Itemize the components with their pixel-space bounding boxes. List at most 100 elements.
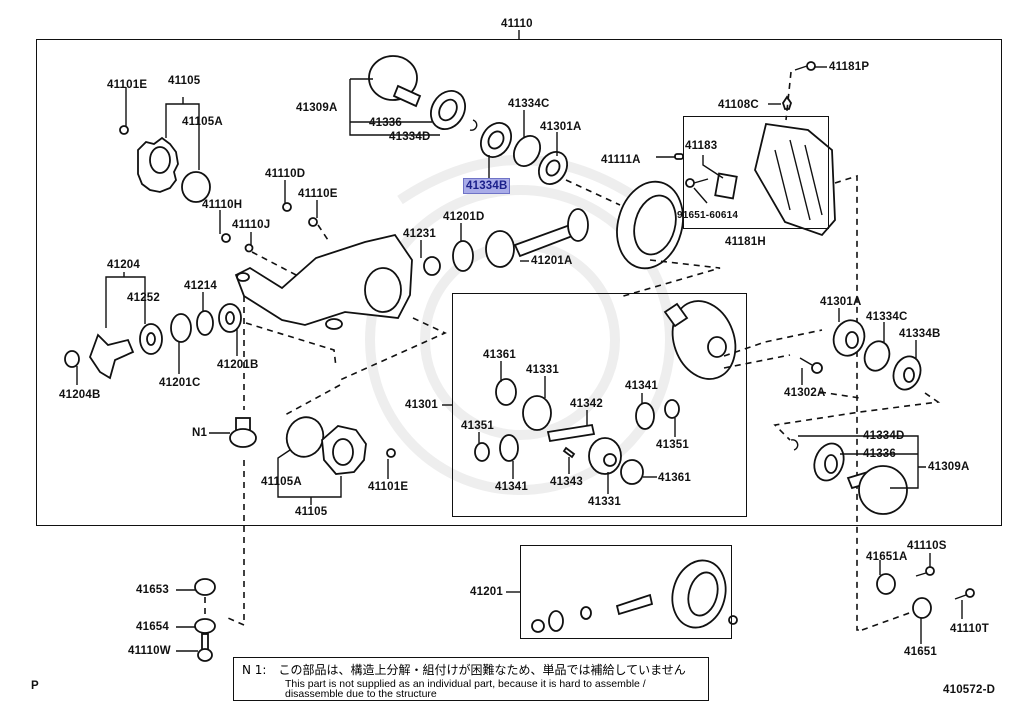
leaders-41204 [105, 272, 146, 328]
part-label[interactable]: 41331 [526, 364, 559, 376]
part-label[interactable]: 41183 [685, 140, 718, 152]
part-41252-dust-deflector [139, 323, 163, 355]
part-41309A-flange-lower [846, 465, 908, 515]
part-label[interactable]: 41214 [184, 280, 217, 292]
part-41204-companion-flange [88, 333, 135, 380]
part-label[interactable]: 41105A [261, 476, 302, 488]
dash-case-to-bearing [723, 329, 823, 357]
part-ring-gear-upper [616, 180, 684, 270]
part-41105-cover [137, 136, 179, 193]
part-label[interactable]: 41336 [369, 117, 402, 129]
part-label[interactable]: 41204 [107, 259, 140, 271]
part-label[interactable]: 41108C [718, 99, 759, 111]
leaders-41309A-lower [798, 435, 926, 489]
leaders-41105 [125, 87, 200, 170]
part-label[interactable]: 41110S [907, 540, 947, 552]
page-marker: P [31, 680, 39, 692]
part-label[interactable]: 41201D [443, 211, 485, 223]
part-label[interactable]: 41231 [403, 228, 436, 240]
part-label[interactable]: 41204B [59, 389, 101, 401]
part-label[interactable]: 41110 [501, 18, 533, 30]
assembly-frame-41110 [36, 39, 1002, 526]
part-label[interactable]: 41351 [656, 439, 689, 451]
part-label[interactable]: 41334B [899, 328, 941, 340]
part-41110S-bolt [915, 566, 935, 577]
part-label[interactable]: 41301A [540, 121, 582, 133]
part-41341-pinion-gear-b [635, 402, 655, 430]
dash-right-mount [861, 611, 913, 631]
part-label[interactable]: 91651-60614 [677, 210, 739, 221]
part-41201D-spacer [452, 240, 474, 272]
part-41361-washer-b [620, 459, 644, 485]
part-label[interactable]: 41341 [495, 481, 528, 493]
part-label[interactable]: 41181P [829, 61, 870, 73]
part-41108C-breather [782, 95, 792, 110]
part-label[interactable]: 41654 [136, 621, 169, 633]
part-41302A-bolt [799, 357, 823, 374]
part-41343-pin [562, 446, 576, 459]
part-label[interactable]: 41301 [405, 399, 438, 411]
part-41101E-bolt-lower [386, 448, 396, 458]
part-label[interactable]: 41110E [298, 188, 338, 200]
part-label[interactable]: 41201A [531, 255, 573, 267]
part-label[interactable]: N1 [192, 427, 208, 439]
part-label[interactable]: 41334D [863, 430, 905, 442]
part-label[interactable]: 41343 [550, 476, 583, 488]
part-label[interactable]: 41351 [461, 420, 494, 432]
part-41334C-ring-upper [512, 135, 542, 167]
part-label[interactable]: 41361 [658, 472, 691, 484]
part-label[interactable]: 41361 [483, 349, 516, 361]
part-label[interactable]: 41110D [265, 168, 306, 180]
part-41183-plate [714, 172, 738, 200]
dash-right-vertical [834, 174, 862, 631]
part-41331-side-gear-b [588, 437, 622, 475]
part-label[interactable]: 41201B [217, 359, 259, 371]
part-label[interactable]: 41334C [866, 311, 908, 323]
part-41334C-ring-lower [863, 340, 891, 372]
note-english-line-1: This part is not supplied as an individu… [285, 678, 646, 690]
part-label[interactable]: 41651 [904, 646, 937, 658]
dash-41110E [317, 224, 331, 244]
part-41336-seal-upper [430, 90, 466, 130]
part-label[interactable]: 41105 [168, 75, 201, 87]
part-label[interactable]: 41201 [470, 586, 503, 598]
part-label[interactable]: 41342 [570, 398, 603, 410]
part-label[interactable]: 41201C [159, 377, 201, 389]
part-label[interactable]: 41336 [863, 448, 896, 460]
part-label[interactable]: 41331 [588, 496, 621, 508]
dash-right-mid [819, 391, 861, 399]
part-41301A-bearing-upper [537, 151, 569, 185]
part-41309A-flange-upper [368, 55, 422, 108]
part-label[interactable]: 41110W [128, 645, 171, 657]
dash-bearing-to-ringgear [565, 179, 621, 206]
dash-to-mount [227, 460, 245, 627]
part-label[interactable]: 41334D [389, 131, 431, 143]
part-label[interactable]: 41651A [866, 551, 908, 563]
part-label[interactable]: 41105 [295, 506, 328, 518]
part-carrier-housing [234, 233, 413, 330]
part-label[interactable]: 41252 [127, 292, 160, 304]
part-41105A-oring [181, 171, 211, 203]
part-label[interactable]: 41302A [784, 387, 826, 399]
note-english-line-2: disassemble due to the structure [285, 688, 437, 700]
part-label[interactable]: 41309A [296, 102, 338, 114]
part-label[interactable]: 41653 [136, 584, 169, 596]
dash-ringgear-to-case [619, 259, 721, 298]
part-41334B-bearing-lower [892, 355, 922, 391]
part-label[interactable]: 41111A [601, 154, 641, 166]
part-label[interactable]: 41110H [202, 199, 243, 211]
part-41201A-pinion-upper [485, 208, 589, 268]
part-label[interactable]: 41110T [950, 623, 989, 635]
part-label[interactable]: 41309A [928, 461, 970, 473]
part-label[interactable]: 41301A [820, 296, 862, 308]
part-label[interactable]: 41110J [232, 219, 271, 231]
part-label[interactable]: 41105A [182, 116, 223, 128]
part-label[interactable]: 41101E [368, 481, 409, 493]
part-label[interactable]: 41181H [725, 236, 766, 248]
highlighted-part-label-41334B[interactable]: 41334B [463, 178, 511, 194]
part-label[interactable]: 41334C [508, 98, 550, 110]
leaders-rear-cover [693, 155, 724, 204]
part-label[interactable]: 41341 [625, 380, 658, 392]
part-label[interactable]: 41101E [107, 79, 148, 91]
